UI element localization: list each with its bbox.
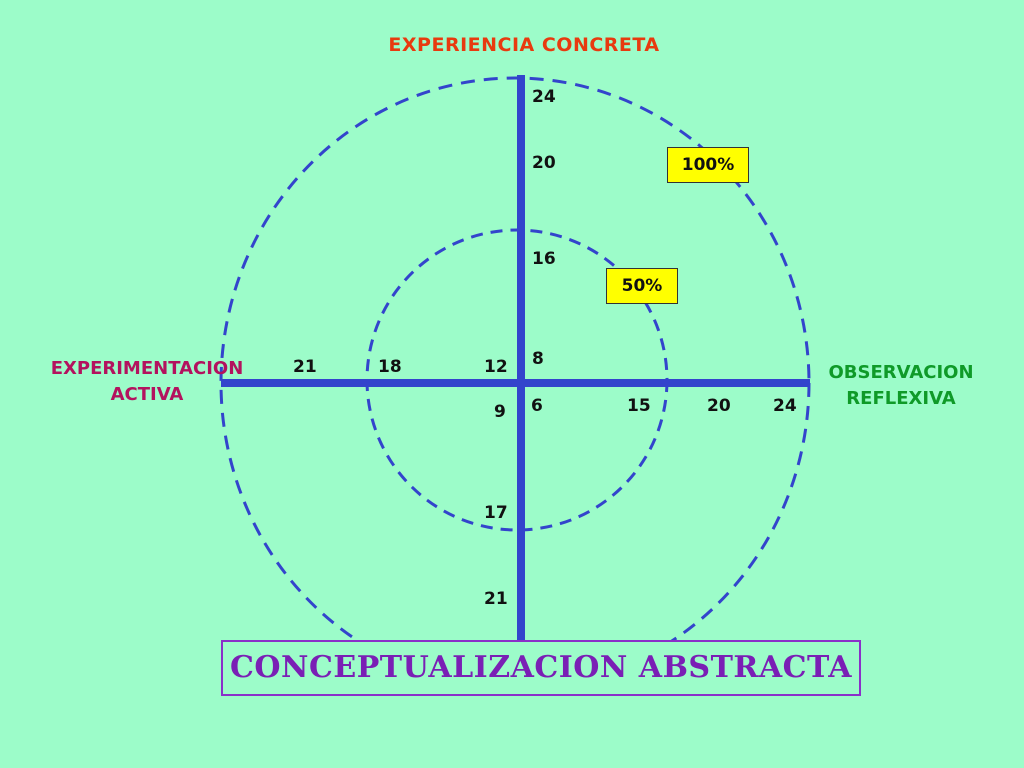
observacion-reflexiva-label: OBSERVACION REFLEXIVA: [806, 360, 996, 412]
conceptualizacion-abstracta-box: CONCEPTUALIZACION ABSTRACTA: [221, 640, 861, 696]
tick-up-20: 20: [532, 153, 556, 173]
right-title-line1: OBSERVACION: [828, 362, 974, 383]
tick-right-15: 15: [627, 396, 651, 416]
percent-100-box: 100%: [667, 147, 749, 183]
tick-down-9: 9: [494, 402, 506, 422]
tick-up-16: 16: [532, 249, 556, 269]
tick-left-18: 18: [378, 357, 402, 377]
left-title-line1: EXPERIMENTACION: [50, 358, 244, 379]
tick-left-21: 21: [293, 357, 317, 377]
percent-50-box: 50%: [606, 268, 678, 304]
tick-up-8: 8: [532, 349, 544, 369]
tick-up-24: 24: [532, 87, 556, 107]
tick-right-6: 6: [531, 396, 543, 416]
right-title-line2: REFLEXIVA: [846, 388, 956, 409]
experimentacion-activa-label: EXPERIMENTACION ACTIVA: [22, 356, 272, 408]
tick-left-12: 12: [484, 357, 508, 377]
tick-down-17: 17: [484, 503, 508, 523]
tick-down-21: 21: [484, 589, 508, 609]
tick-right-20: 20: [707, 396, 731, 416]
experiencia-concreta-label: EXPERIENCIA CONCRETA: [388, 34, 660, 56]
left-title-line2: ACTIVA: [110, 384, 184, 405]
tick-right-24: 24: [773, 396, 797, 416]
